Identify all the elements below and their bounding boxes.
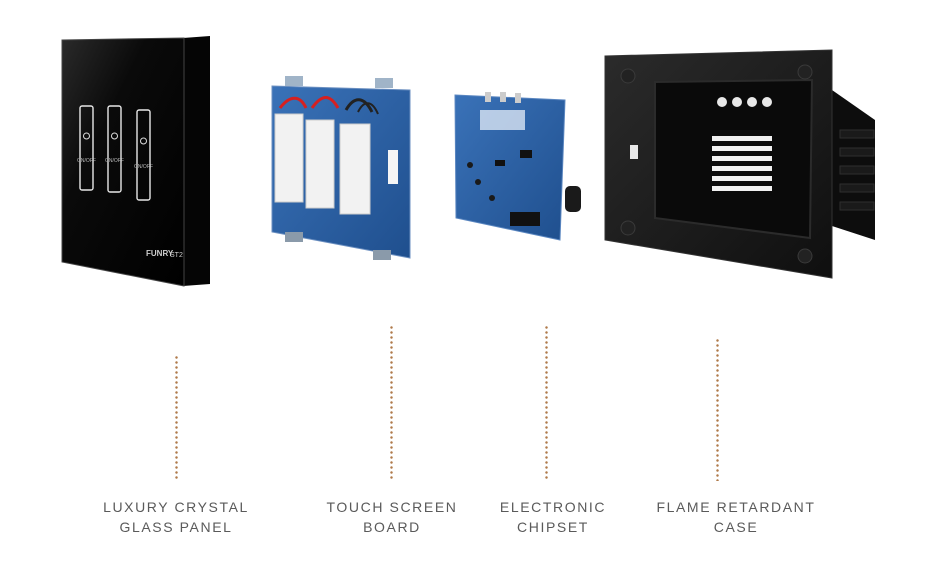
leader-line-case — [716, 338, 719, 481]
touch-board-image — [271, 76, 411, 260]
power-icon — [140, 137, 147, 145]
leader-line-touch-board — [390, 325, 393, 481]
button-label: ON/OFF — [77, 158, 96, 164]
case-image — [604, 49, 875, 279]
leader-line-glass-panel — [175, 355, 178, 481]
components-illustration: ON/OFF ON/OFF ON/OFF FUNRY ST2 — [61, 36, 875, 287]
label-chipset: ELECTRONIC CHIPSET — [473, 497, 633, 537]
leader-line-chipset — [545, 325, 548, 481]
power-icon — [111, 132, 118, 140]
label-glass-panel: LUXURY CRYSTAL GLASS PANEL — [96, 497, 256, 537]
touch-button-2 — [107, 105, 122, 193]
label-line-1: ELECTRONIC — [499, 499, 607, 515]
button-label: ON/OFF — [134, 164, 153, 170]
label-line-2: CASE — [713, 519, 759, 535]
label-line-1: FLAME RETARDANT — [656, 499, 816, 515]
power-icon — [83, 132, 90, 140]
label-line-1: LUXURY CRYSTAL — [103, 499, 249, 515]
label-case: FLAME RETARDANT CASE — [646, 497, 826, 537]
touch-button-3 — [136, 109, 151, 201]
label-line-2: GLASS PANEL — [119, 519, 233, 535]
chipset-image — [454, 92, 581, 241]
touch-button-1 — [79, 105, 94, 191]
model-label: ST2 — [170, 252, 183, 259]
label-line-2: CHIPSET — [517, 519, 589, 535]
brand-logo: FUNRY — [146, 249, 174, 258]
label-touch-board: TOUCH SCREEN BOARD — [312, 497, 472, 537]
label-line-2: BOARD — [363, 519, 421, 535]
glass-panel-image: ON/OFF ON/OFF ON/OFF FUNRY ST2 — [61, 36, 210, 287]
button-label: ON/OFF — [105, 158, 124, 164]
label-line-1: TOUCH SCREEN — [326, 499, 458, 515]
